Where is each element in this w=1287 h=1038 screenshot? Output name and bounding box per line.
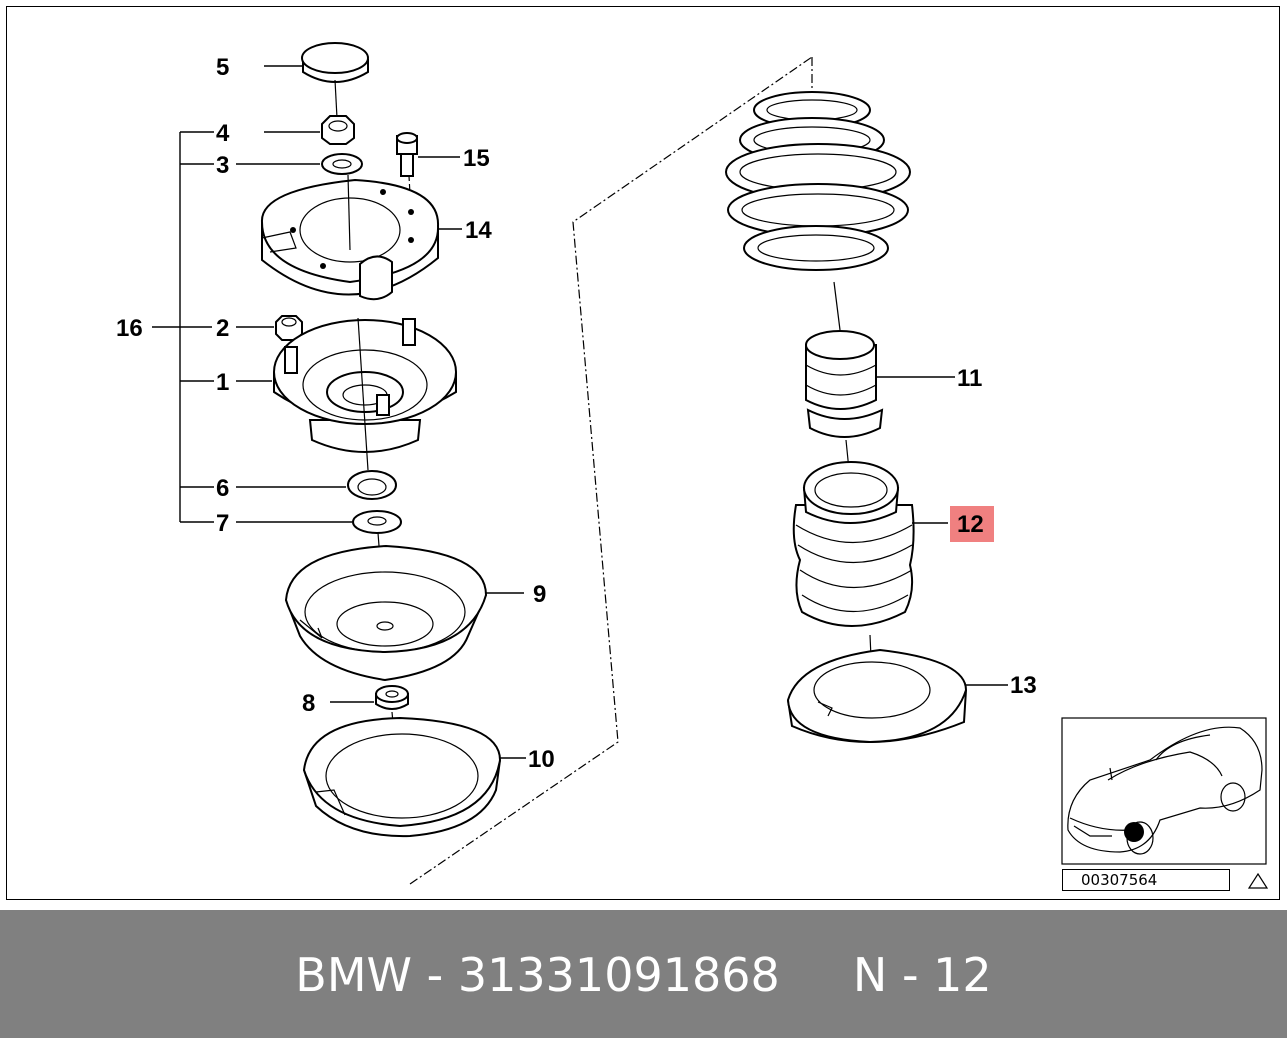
part-4-nut [264,115,355,145]
callout-6[interactable]: 6 [216,475,229,502]
parts-diagram: 5 4 3 15 14 16 2 1 6 7 9 8 10 11 12 13 [116,42,1267,885]
part-10-spring-pad [302,716,526,838]
callout-10[interactable]: 10 [528,746,555,773]
assembly-boundary-line [409,56,813,885]
callout-2[interactable]: 2 [216,315,229,342]
callout-12[interactable]: 12 [957,511,984,538]
part-number-label: BMW - 31331091868 N - 12 [295,948,992,1002]
warning-triangle-icon [1247,872,1269,889]
callout-4[interactable]: 4 [216,120,230,147]
group-bracket-16 [152,131,214,523]
callout-14[interactable]: 14 [465,217,492,244]
part-3-washer [236,153,363,175]
coil-spring [725,91,911,271]
part-12-boot [792,461,948,627]
part-7-washer [236,510,402,534]
part-5-cap [264,42,369,83]
callout-16[interactable]: 16 [116,315,143,342]
part-13-lower-pad [786,648,1008,744]
callout-1[interactable]: 1 [216,369,229,396]
part-15-bolt [396,132,460,213]
part-9-spring-seat [284,544,524,682]
highlight-box-12 [950,506,994,542]
footer-bar: BMW - 31331091868 N - 12 [0,910,1287,1038]
callout-7[interactable]: 7 [216,510,229,537]
part-8-bushing [330,685,409,710]
callout-3[interactable]: 3 [216,152,229,179]
part-1-strut-mount [236,318,457,453]
part-11-bump-stop [805,330,955,438]
part-14-mount-plate [260,178,462,301]
part-6-ring [236,470,397,500]
location-marker-icon [1124,822,1144,842]
reference-number: 00307564 [1062,869,1230,891]
callout-8[interactable]: 8 [302,690,315,717]
callout-11[interactable]: 11 [957,365,982,392]
callout-5[interactable]: 5 [216,54,229,81]
callout-15[interactable]: 15 [463,145,490,172]
callout-9[interactable]: 9 [533,581,546,608]
callout-13[interactable]: 13 [1010,672,1037,699]
part-2-nut [236,315,303,341]
car-locator-thumbnail [1061,717,1267,865]
